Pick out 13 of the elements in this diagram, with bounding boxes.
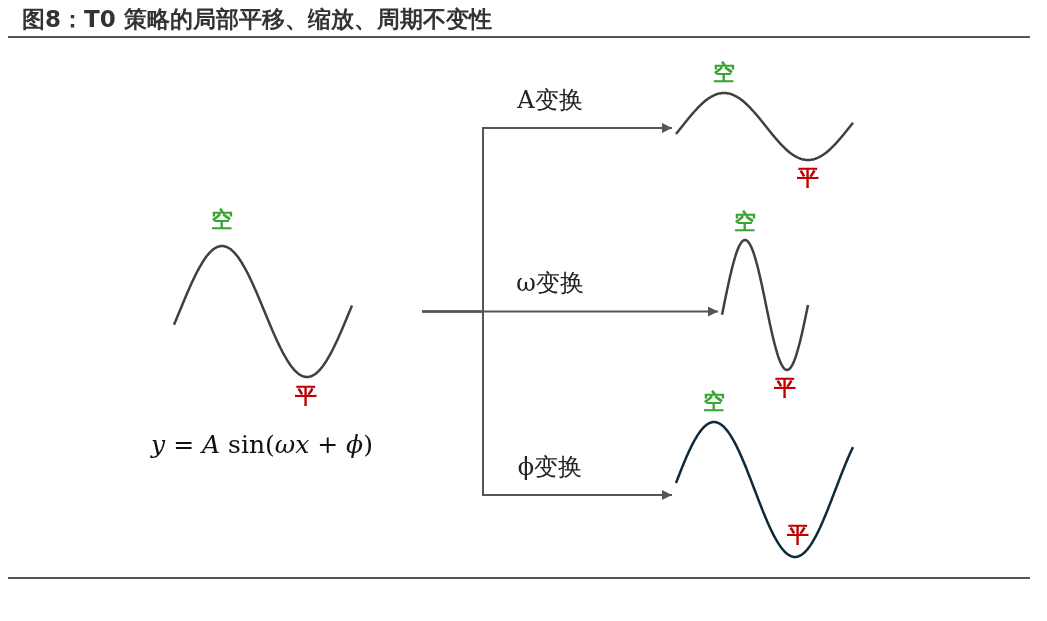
- title: 图8：T0 策略的局部平移、缩放、周期不变性: [22, 5, 492, 34]
- peak-label: 空: [703, 390, 725, 414]
- trough-label: 平: [787, 523, 809, 547]
- peak-label: 空: [211, 208, 233, 232]
- edge-label: A变换: [515, 86, 585, 114]
- peak-label: 空: [734, 210, 756, 234]
- trough-label: 平: [797, 166, 819, 190]
- trough-label: 平: [295, 384, 317, 408]
- edge-label: ω变换: [514, 269, 586, 297]
- formula: y = A sin(ωx + ϕ): [151, 430, 373, 460]
- peak-label: 空: [713, 61, 735, 85]
- trough-label: 平: [774, 376, 796, 400]
- arrow: [421, 310, 673, 500]
